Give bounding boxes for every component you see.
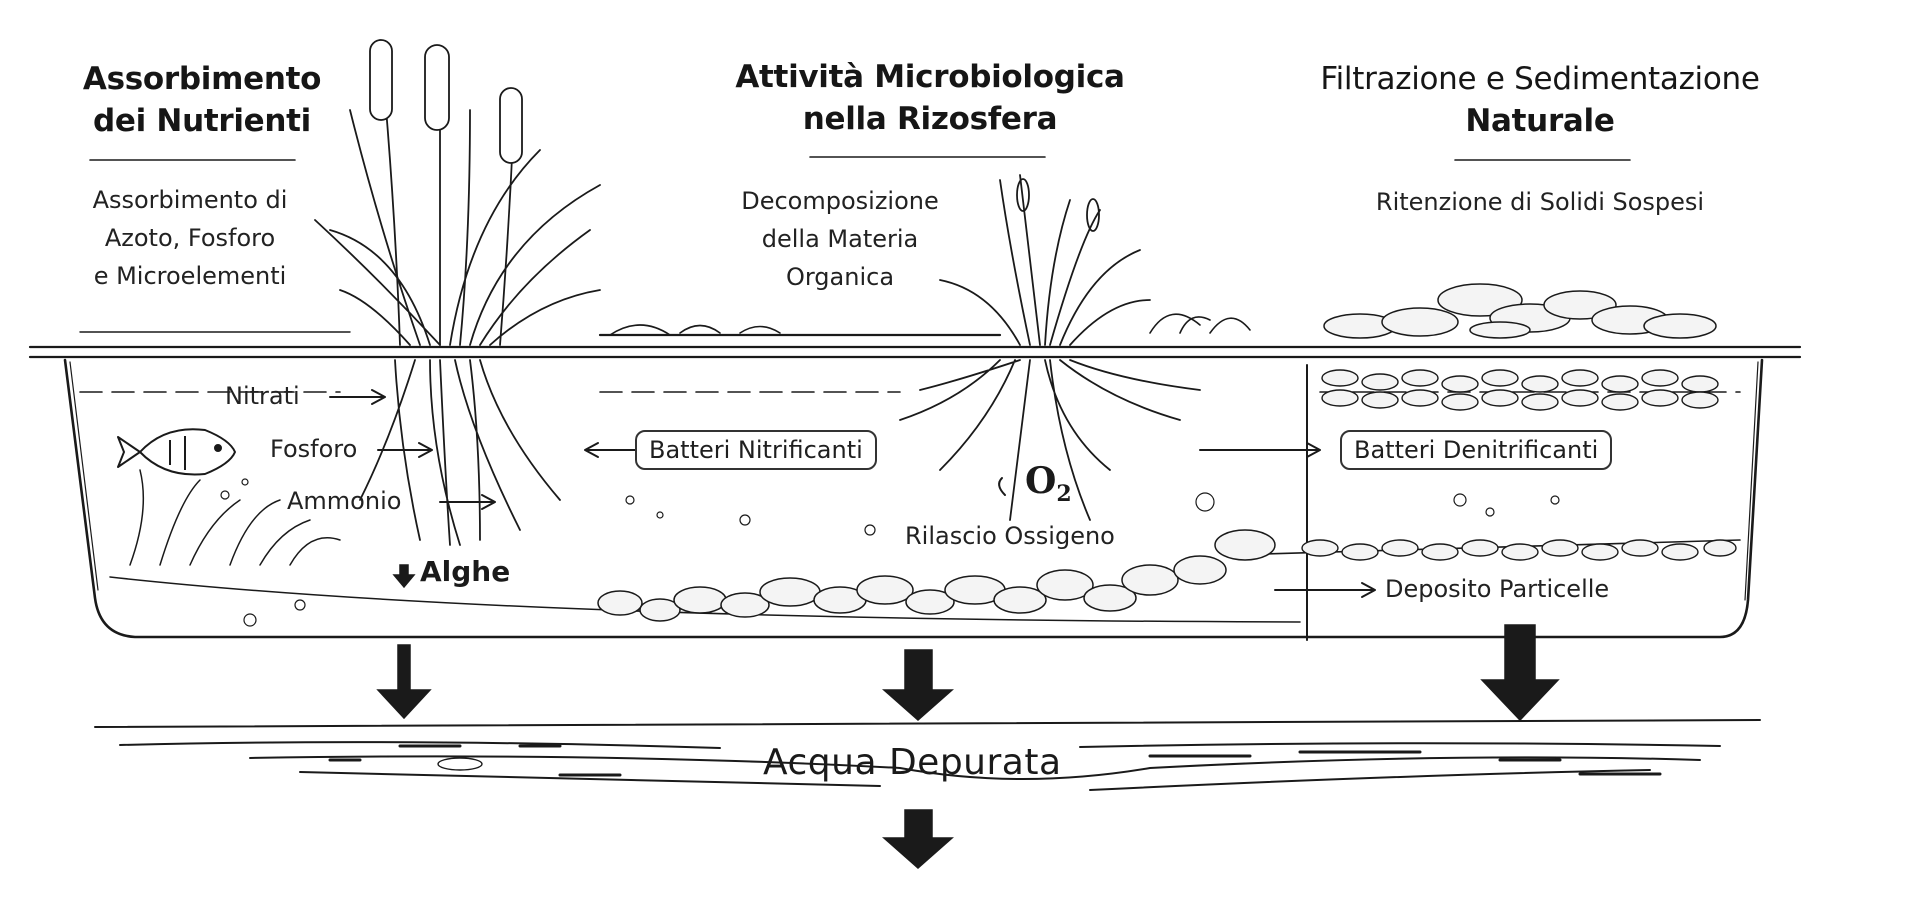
microbial-desc-line3: Organica [785,263,895,291]
arrow-down-icon [376,564,1560,870]
nutrients-description: Assorbimento di Azoto, Fosforo e Microel… [60,181,320,295]
nutrients-desc-line3: e Microelementi [93,262,287,290]
fosforo-label: Fosforo [270,435,358,463]
batteri-denitrificanti-box: Batteri Denitrificanti [1340,430,1613,470]
oxygen-symbol: O2 [1025,460,1072,507]
batteri-nitrificanti-box: Batteri Nitrificanti [635,430,877,470]
cattail-plant-icon [314,39,601,546]
fish-icon [117,428,236,476]
acqua-depurata-label: Acqua Depurata [763,742,1062,783]
particles [220,478,1560,627]
water-ripple [437,757,483,771]
nutrients-desc-line1: Assorbimento di [92,186,288,214]
microbial-title-line2: nella Rizosfera [802,101,1058,137]
purified-water [249,755,1701,791]
ground-surface [28,333,1802,359]
nutrients-title: Assorbimento dei Nutrienti [72,58,332,142]
deposito-particelle-label: Deposito Particelle [1385,575,1610,603]
water-streaks [328,744,1662,777]
microbial-title: Attività Microbiologica nella Rizosfera [700,56,1160,140]
filtration-title-line2: Naturale [1465,103,1615,139]
oxygen-symbol-sub: 2 [1056,481,1072,508]
reed-plant-icon [899,174,1201,521]
gravel-rows [1301,369,1737,561]
microbial-desc-line2: della Materia [761,225,919,253]
basin-inner [69,361,1759,601]
nitrati-label: Nitrati [225,382,300,410]
oxygen-symbol-main: O [1025,460,1057,502]
alghe-label: Alghe [420,555,511,588]
filtration-description: Ritenzione di Solidi Sospesi [1320,183,1760,221]
rilascio-ossigeno-label: Rilascio Ossigeno [905,522,1115,550]
basin-outline [63,358,1764,639]
surface-stones [1323,283,1717,339]
pebbles-bed [597,529,1276,622]
flow-arrows [329,389,1376,598]
microbial-title-line1: Attività Microbiologica [735,59,1125,95]
nutrients-title-line2: dei Nutrienti [92,103,312,139]
oxygen-swirl [998,477,1006,496]
filtration-title: Filtrazione e Sedimentazione Naturale [1290,58,1790,142]
ground-lines [94,719,1761,749]
bank-vegetation [609,313,1251,336]
nutrients-title-line1: Assorbimento [82,61,322,97]
nutrients-desc-line2: Azoto, Fosforo [104,224,276,252]
algae-plants [129,469,341,566]
microbial-desc-line1: Decomposizione [741,187,939,215]
ammonio-label: Ammonio [287,487,402,515]
filtration-title-line1: Filtrazione e Sedimentazione [1320,61,1760,97]
microbial-description: Decomposizione della Materia Organica [720,182,960,296]
filtration-desc-line1: Ritenzione di Solidi Sospesi [1375,188,1705,216]
